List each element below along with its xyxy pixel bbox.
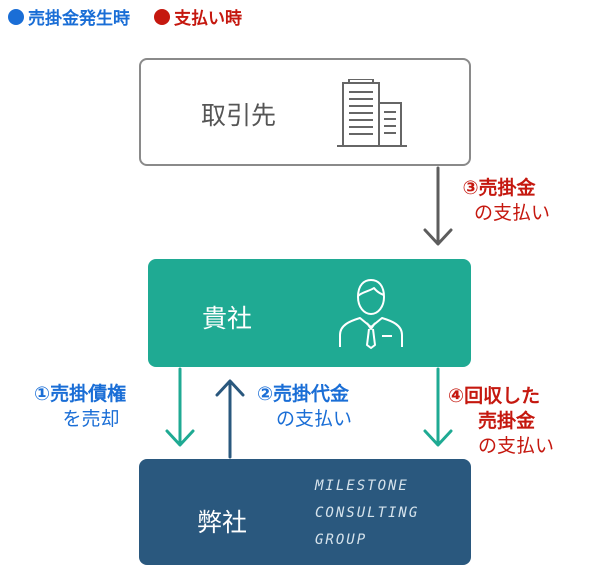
arrow-you-to-us-1	[165, 367, 195, 447]
legend-item-payment: 支払い時	[154, 4, 242, 29]
legend-occurrence-label: 売掛金発生時	[28, 9, 130, 29]
step2-title: ②売掛代金	[256, 383, 350, 405]
arrow-us-to-you	[215, 379, 245, 459]
step1-title: ①売掛債権	[34, 383, 127, 405]
legend-item-occurrence: 売掛金発生時	[8, 4, 130, 29]
step3-sub: の支払い	[474, 202, 551, 224]
building-icon	[337, 79, 407, 147]
your-company-box: 貴社	[148, 259, 471, 367]
group-name: MILESTONE CONSULTING GROUP	[315, 473, 419, 554]
client-label: 取引先	[201, 101, 277, 130]
client-box: 取引先	[139, 58, 471, 166]
legend: 売掛金発生時 支払い時	[8, 4, 242, 29]
step4-title-1: ④回収した	[448, 385, 541, 407]
step2-label: ②売掛代金 の支払い	[254, 382, 352, 432]
step4-title-2: 売掛金	[478, 410, 536, 432]
step1-label: ①売掛債権 を売却	[34, 382, 126, 432]
arrow-you-to-us-4	[423, 367, 453, 447]
group-name-line-1: MILESTONE	[315, 478, 409, 494]
step3-title: ③売掛金	[462, 177, 536, 199]
blue-dot-icon	[8, 8, 24, 25]
legend-payment-label: 支払い時	[174, 9, 242, 29]
our-company-box: 弊社 MILESTONE CONSULTING GROUP	[139, 459, 471, 565]
arrow-client-to-you	[423, 166, 453, 246]
step4-label: ④回収した 売掛金 の支払い	[448, 384, 554, 459]
step1-sub: を売却	[62, 408, 120, 430]
our-company-label: 弊社	[197, 508, 248, 537]
step3-label: ③売掛金 の支払い	[448, 176, 550, 226]
group-name-line-3: GROUP	[315, 532, 368, 548]
businessman-icon	[339, 279, 403, 349]
step4-sub: の支払い	[478, 435, 555, 457]
your-company-label: 貴社	[202, 304, 253, 333]
step2-sub: の支払い	[276, 408, 353, 430]
group-name-line-2: CONSULTING	[315, 505, 420, 521]
red-dot-icon	[154, 8, 170, 25]
